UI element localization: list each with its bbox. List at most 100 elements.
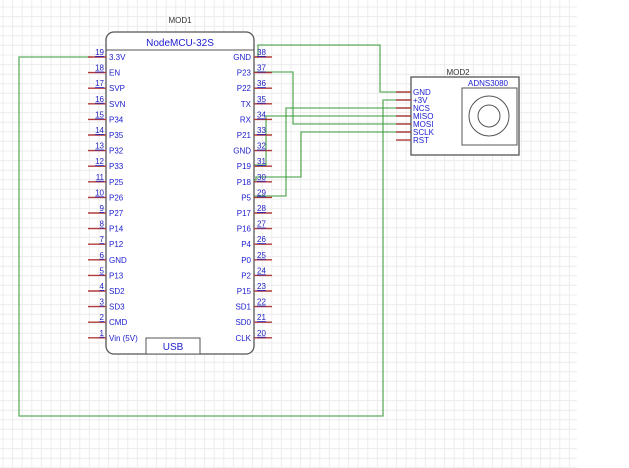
nodemcu-module[interactable]: MOD1 NodeMCU-32S USB 193.3V18EN17SVP16SV…: [88, 16, 272, 355]
pin-label: EN: [109, 69, 120, 78]
mod2-ref: MOD2: [446, 68, 470, 77]
wire-sclk[interactable]: [254, 131, 412, 181]
pin-number: 25: [257, 251, 266, 260]
mod2-pin-miso[interactable]: MISO: [396, 112, 433, 121]
pin-number: 19: [95, 48, 104, 57]
pin-number: 20: [257, 329, 266, 338]
wire-3v3[interactable]: [18, 56, 412, 417]
pin-label: GND: [233, 53, 251, 62]
wire-ncs[interactable]: [254, 107, 412, 197]
mod1-title: NodeMCU-32S: [146, 38, 214, 49]
pin-label: P14: [109, 225, 124, 234]
pin-number: 8: [100, 220, 105, 229]
pin-number: 7: [100, 235, 105, 244]
pin-number: 30: [257, 173, 266, 182]
pin-number: 38: [257, 48, 266, 57]
pin-label: P27: [109, 209, 124, 218]
pin-label: P17: [237, 209, 252, 218]
pin-label: RST: [413, 136, 429, 145]
pin-label: SD1: [235, 303, 251, 312]
pin-label: P2: [241, 271, 251, 280]
pin-label: Vin (5V): [109, 334, 138, 343]
pin-number: 23: [257, 282, 266, 291]
pin-label: P16: [237, 225, 252, 234]
mod2-body: [410, 76, 520, 156]
mod2-pin-sclk[interactable]: SCLK: [396, 128, 435, 137]
pin-label: SVN: [109, 100, 126, 109]
pin-number: 27: [257, 220, 266, 229]
mod2-pin-rst[interactable]: RST: [396, 136, 429, 145]
wire-mosi[interactable]: [254, 71, 412, 125]
pin-label: GND: [413, 88, 431, 97]
pin-label: SVP: [109, 84, 125, 93]
mod2-title: ADNS3080: [468, 79, 509, 88]
pin-label: TX: [241, 100, 252, 109]
pin-number: 22: [257, 298, 266, 307]
sensor-outline: [461, 87, 518, 146]
pin-number: 31: [257, 157, 266, 166]
mod2-pin-ncs[interactable]: NCS: [396, 104, 430, 113]
pin-label: P33: [109, 162, 124, 171]
mod1-pin-19[interactable]: 193.3V: [88, 48, 126, 62]
pin-number: 36: [257, 79, 266, 88]
mod2-pin-mosi[interactable]: MOSI: [396, 120, 433, 129]
pin-number: 12: [95, 157, 104, 166]
pin-label: P22: [237, 84, 252, 93]
pin-label: MISO: [413, 112, 433, 121]
pin-label: P26: [109, 193, 124, 202]
mod2-pin-3v[interactable]: +3V: [396, 96, 428, 105]
pin-label: GND: [109, 256, 127, 265]
pin-number: 35: [257, 95, 266, 104]
wire-miso[interactable]: [254, 115, 412, 166]
wire-gnd[interactable]: [254, 44, 412, 93]
usb-port: [145, 337, 201, 355]
pin-number: 5: [100, 266, 105, 275]
pin-number: 32: [257, 142, 266, 151]
pin-number: 4: [100, 282, 105, 291]
mod2-pin-gnd[interactable]: GND: [396, 88, 431, 97]
pin-number: 3: [100, 298, 105, 307]
pin-number: 37: [257, 64, 266, 73]
pin-number: 10: [95, 188, 104, 197]
pin-label: MOSI: [413, 120, 433, 129]
